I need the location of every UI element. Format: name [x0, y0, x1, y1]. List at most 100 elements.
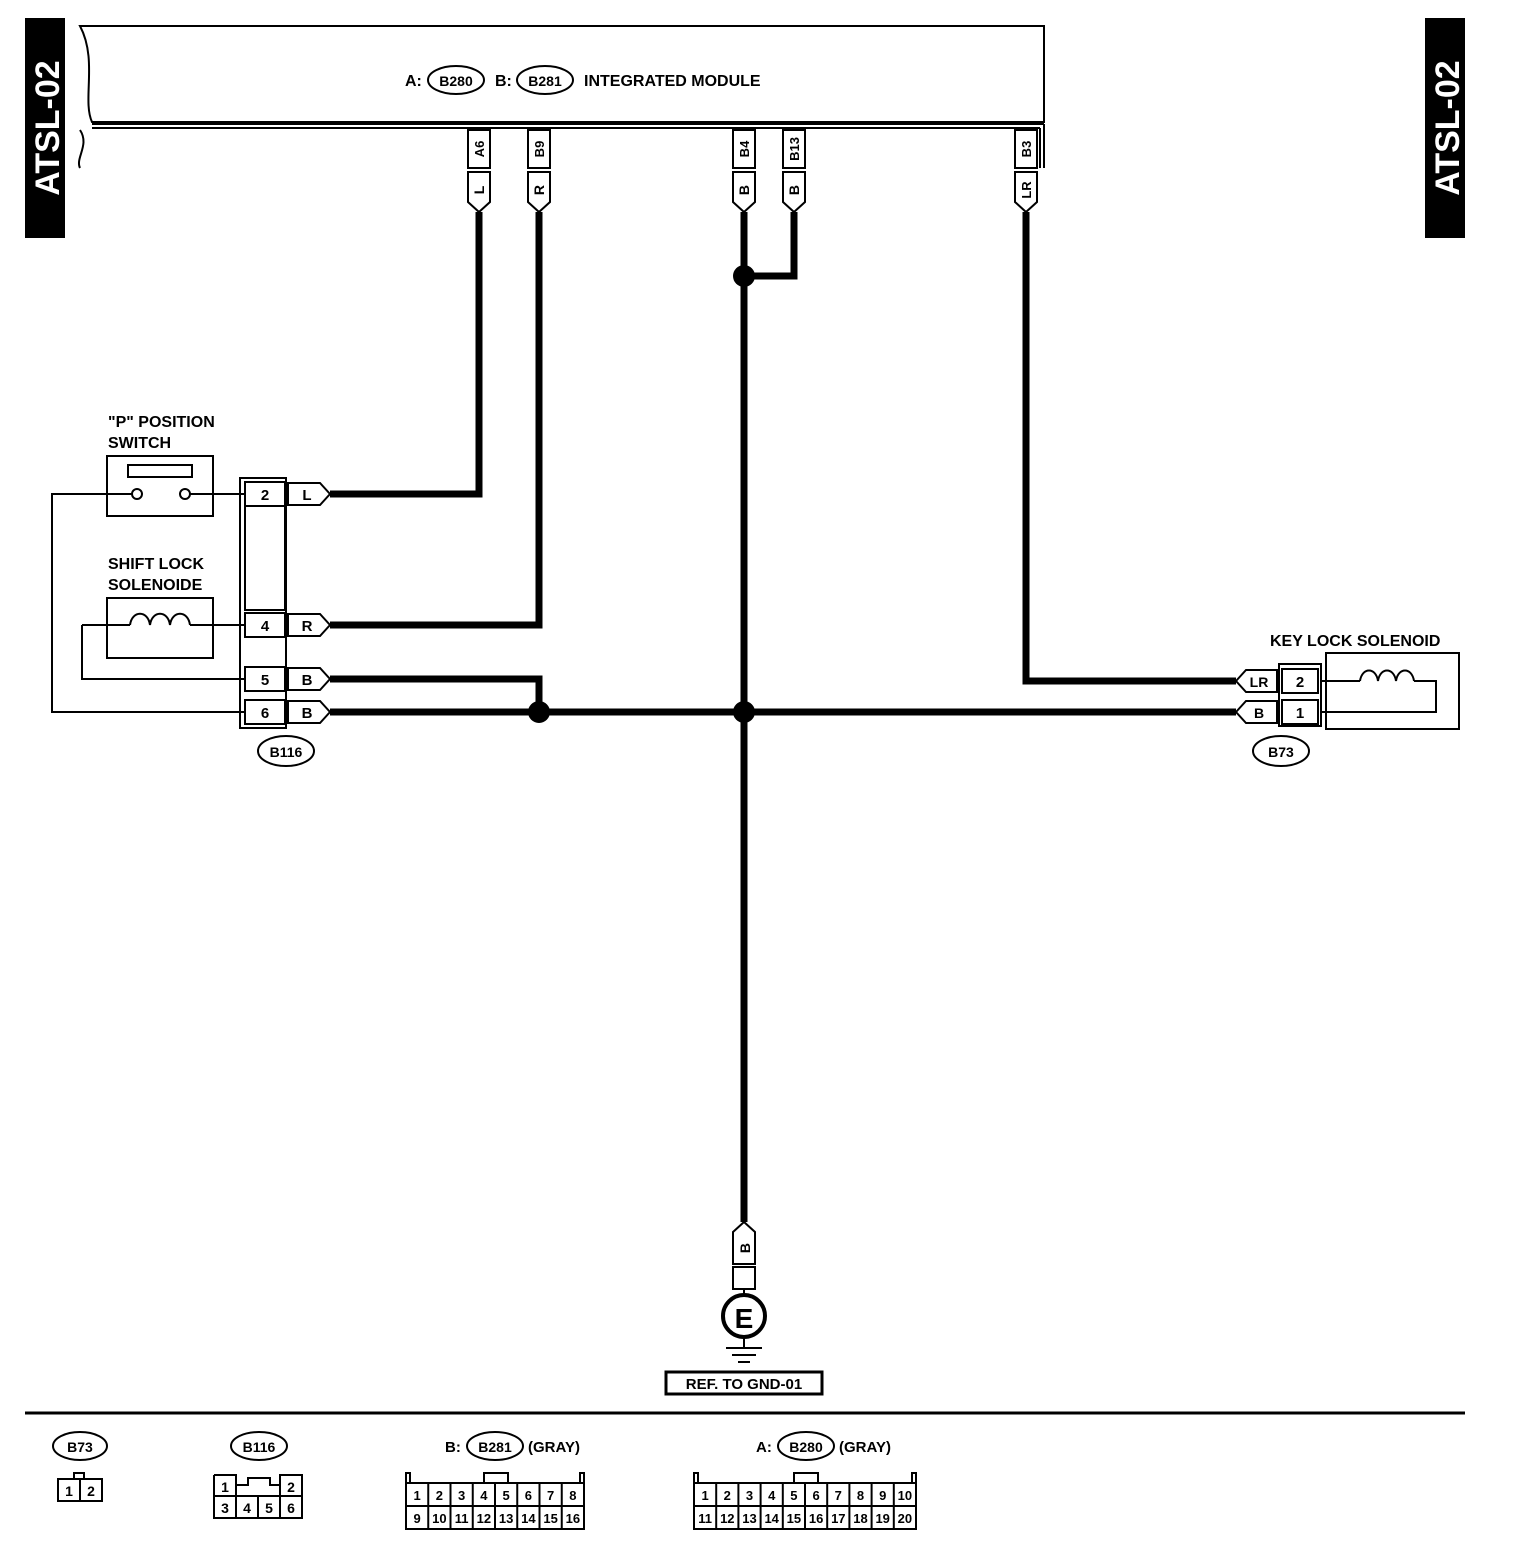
- legend-b280-pin-6: 6: [812, 1488, 819, 1503]
- side-tab-right: ATSL-02: [1425, 18, 1467, 238]
- wire-tag-lr-top: LR: [1014, 171, 1038, 214]
- b116-wire-b5: B: [302, 672, 313, 689]
- legend-b281-pin-4: 4: [480, 1488, 488, 1503]
- legend-b281-pin-12: 12: [477, 1511, 491, 1526]
- legend-b281-pin-16: 16: [566, 1511, 580, 1526]
- b73-pin-1: 1: [1296, 705, 1304, 722]
- svg-text:R: R: [531, 185, 547, 195]
- legend-b280-pin-14: 14: [764, 1511, 779, 1526]
- legend-b281-pin-13: 13: [499, 1511, 513, 1526]
- junction-dots: [528, 265, 755, 723]
- side-tab-right-label: ATSL-02: [1429, 60, 1467, 195]
- legend-b281-pin-11: 11: [455, 1511, 469, 1526]
- legend-b280-pin-19: 19: [875, 1511, 889, 1526]
- legend-b280-pin-13: 13: [742, 1511, 756, 1526]
- svg-text:2: 2: [287, 1479, 295, 1495]
- legend-b73-pin-2: 2: [87, 1483, 95, 1499]
- svg-text:A6: A6: [472, 141, 487, 158]
- b116-wire-l: L: [302, 487, 311, 504]
- svg-text:B9: B9: [532, 141, 547, 158]
- legend-b280-pin-17: 17: [831, 1511, 845, 1526]
- ground-wire: B: [737, 1243, 753, 1253]
- b73-id: B73: [1268, 744, 1294, 760]
- b73-wire-b: B: [1254, 705, 1264, 721]
- legend-b280-pin-18: 18: [853, 1511, 867, 1526]
- legend-b281-pin-15: 15: [543, 1511, 557, 1526]
- legend-b281-pin-6: 6: [525, 1488, 532, 1503]
- connector-b116: 2 4 5 6 L R B B B116: [239, 477, 332, 767]
- legend-b281-pin-8: 8: [569, 1488, 576, 1503]
- b116-pin-5: 5: [261, 672, 269, 689]
- b73-wire-lr: LR: [1250, 674, 1269, 690]
- legend-b280-pin-9: 9: [879, 1488, 886, 1503]
- legend-b281-prefix: B:: [445, 1439, 461, 1456]
- module-pin-a6: A6: [467, 129, 491, 169]
- legend-b280-pin-11: 11: [698, 1511, 712, 1526]
- ground: B E REF. TO GND-01: [664, 1220, 824, 1396]
- b116-pin-2: 2: [261, 487, 269, 504]
- legend-b281-id: B281: [478, 1439, 512, 1455]
- legend-b281-pin-14: 14: [521, 1511, 536, 1526]
- b116-wire-r: R: [302, 618, 313, 635]
- b73-pin-2: 2: [1296, 674, 1304, 691]
- b116-wire-b6: B: [302, 705, 313, 722]
- wires: [330, 212, 1236, 1222]
- module-pin-b4: B4: [732, 129, 756, 169]
- module-pin-b13: B13: [782, 129, 806, 169]
- legend-b280-suffix: (GRAY): [839, 1439, 891, 1456]
- svg-text:B: B: [736, 185, 752, 195]
- b116-pin-4: 4: [261, 618, 270, 635]
- legend-b280-pin-10: 10: [898, 1488, 912, 1503]
- legend-b281-pin-1: 1: [414, 1488, 421, 1503]
- module-conn-b: B281: [528, 73, 562, 89]
- legend-b116-id: B116: [243, 1439, 276, 1455]
- shift-lock-label-2: SOLENOIDE: [108, 577, 203, 594]
- legend-b116: B116 1 2 3 4 5 6: [213, 1431, 303, 1519]
- legend-b280-pin-8: 8: [857, 1488, 864, 1503]
- legend-b280-pin-5: 5: [790, 1488, 797, 1503]
- legend-b280-pin-12: 12: [720, 1511, 734, 1526]
- p-switch-label-2: SWITCH: [108, 435, 171, 452]
- legend-b280-pin-1: 1: [701, 1488, 708, 1503]
- legend-b281-pin-9: 9: [414, 1511, 421, 1526]
- svg-text:B4: B4: [737, 140, 752, 157]
- legend-b280-pin-7: 7: [835, 1488, 842, 1503]
- module-pin-b3: B3: [1014, 129, 1038, 169]
- legend-b280-pin-4: 4: [768, 1488, 776, 1503]
- module-prefix-b: B:: [495, 73, 512, 90]
- svg-text:6: 6: [287, 1500, 295, 1516]
- shift-lock-solenoide: SHIFT LOCK SOLENOIDE: [81, 556, 245, 680]
- svg-text:B13: B13: [787, 137, 802, 161]
- legend-b281-pin-5: 5: [503, 1488, 510, 1503]
- wire-tag-b13-top: B: [782, 171, 806, 214]
- svg-text:1: 1: [221, 1479, 229, 1495]
- legend-b281-pin-3: 3: [458, 1488, 465, 1503]
- module-name: INTEGRATED MODULE: [584, 73, 761, 90]
- wire-tag-l-top: L: [467, 171, 491, 214]
- legend-b280-prefix: A:: [756, 1439, 772, 1456]
- module-pin-b9: B9: [527, 129, 551, 169]
- key-lock-solenoid: KEY LOCK SOLENOID 2 1 LR B B73: [1234, 633, 1460, 767]
- svg-text:4: 4: [243, 1500, 251, 1516]
- legend-b281-suffix: (GRAY): [528, 1439, 580, 1456]
- svg-text:5: 5: [265, 1500, 273, 1516]
- p-switch-label-1: "P" POSITION: [108, 414, 215, 431]
- legend-b280-id: B280: [789, 1439, 823, 1455]
- svg-text:LR: LR: [1019, 181, 1034, 199]
- side-tab-left: ATSL-02: [25, 18, 67, 238]
- legend-b73-id: B73: [67, 1439, 93, 1455]
- svg-text:3: 3: [221, 1500, 229, 1516]
- legend-b280-pin-15: 15: [787, 1511, 801, 1526]
- legend-b280-pin-20: 20: [898, 1511, 912, 1526]
- legend-b280-pin-16: 16: [809, 1511, 823, 1526]
- side-tab-left-label: ATSL-02: [29, 60, 67, 195]
- ground-symbol: E: [735, 1303, 754, 1334]
- wire-tag-b4-top: B: [732, 171, 756, 214]
- legend-b281-pin-2: 2: [436, 1488, 443, 1503]
- legend-b281-pin-10: 10: [432, 1511, 446, 1526]
- integrated-module: A: B280 B: B281 INTEGRATED MODULE: [77, 25, 1045, 169]
- key-lock-title: KEY LOCK SOLENOID: [1270, 633, 1440, 650]
